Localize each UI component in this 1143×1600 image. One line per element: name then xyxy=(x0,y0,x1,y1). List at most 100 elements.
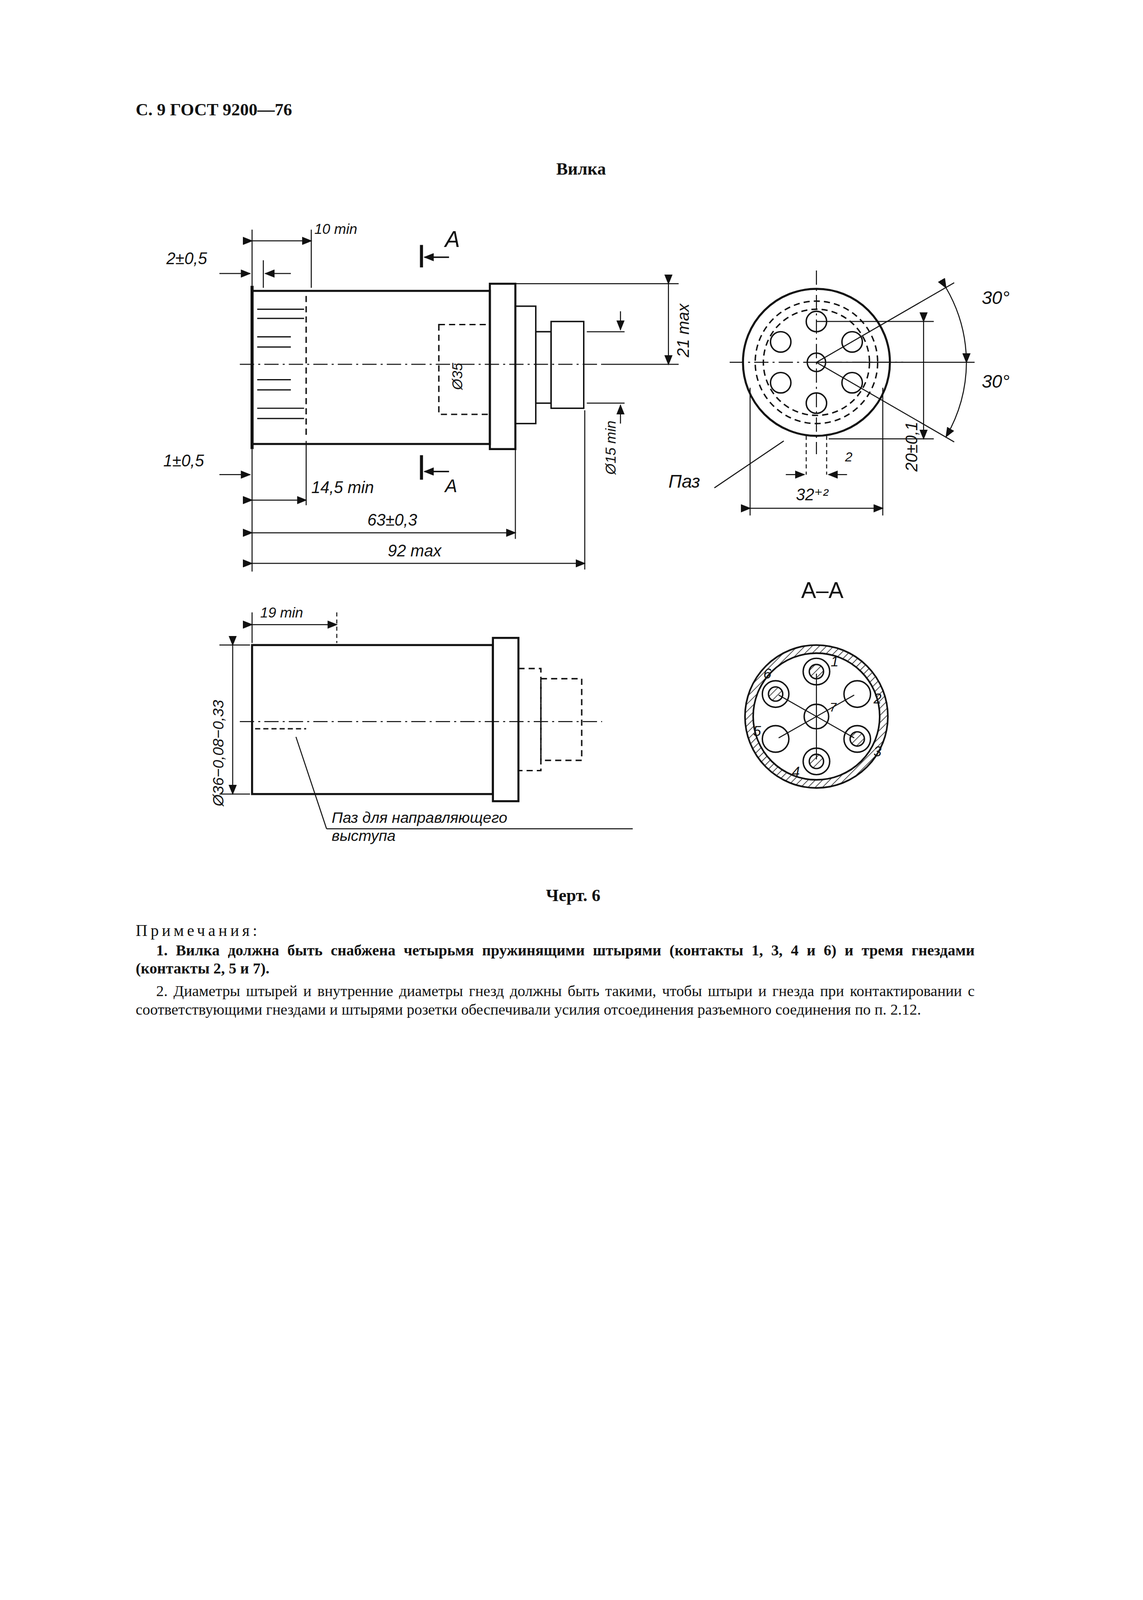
drawing-stroke xyxy=(770,331,791,352)
contact-number: 2 xyxy=(873,689,882,707)
angle-label: 30° xyxy=(981,287,1010,310)
drawing-stroke xyxy=(816,282,955,363)
section-mark: A xyxy=(445,475,458,498)
drawing-stroke xyxy=(514,449,516,540)
drawing-stroke xyxy=(424,256,450,258)
drawing-stroke xyxy=(816,361,975,363)
drawing-title: Вилка xyxy=(556,159,607,181)
drawing-stroke xyxy=(946,287,967,363)
drawing-stroke xyxy=(803,658,830,685)
notes-heading: Примечания: xyxy=(135,920,261,940)
dimension-label: 21 max xyxy=(673,303,693,357)
drawing-stroke xyxy=(251,562,585,564)
drawing-stroke xyxy=(849,731,865,747)
drawing-stroke xyxy=(749,507,883,509)
drawing-stroke xyxy=(762,725,789,753)
drawing-stroke xyxy=(419,245,423,268)
angle-label: 30° xyxy=(981,371,1010,394)
drawing-stroke xyxy=(250,285,254,450)
drawing-stroke xyxy=(232,645,233,794)
drawing-stroke xyxy=(923,321,925,439)
dimension-label: 63±0,3 xyxy=(367,510,418,530)
drawing-stroke xyxy=(540,678,582,761)
drawing-stroke xyxy=(305,441,307,506)
drawing-stroke xyxy=(602,363,679,365)
drawing-stroke xyxy=(946,362,967,437)
drawing-stroke xyxy=(251,645,493,794)
drawing-stroke xyxy=(257,389,291,391)
drawing-stroke xyxy=(257,317,305,320)
contact-number: 5 xyxy=(753,722,762,740)
drawing-stroke xyxy=(785,474,805,475)
page-header: С. 9 ГОСТ 9200—76 xyxy=(135,99,293,121)
dimension-label: 2 xyxy=(844,449,853,465)
drawing-stroke xyxy=(803,748,830,775)
drawing-stroke xyxy=(778,673,855,760)
drawing-stroke xyxy=(809,754,824,769)
drawing-stroke xyxy=(828,474,848,475)
drawing-stroke xyxy=(438,324,490,415)
dimension-label: 1±0,5 xyxy=(163,450,204,471)
drawing-stroke xyxy=(219,474,251,475)
drawing-stroke xyxy=(257,308,305,310)
section-title: A–A xyxy=(801,577,844,605)
drawing-stroke xyxy=(586,331,625,332)
dimension-label: Ø15 min xyxy=(602,420,620,475)
note-text: 1. Вилка должна быть снабжена четырьмя п… xyxy=(135,940,975,978)
drawing-stroke xyxy=(749,387,751,516)
drawing-stroke xyxy=(257,379,291,381)
drawing-stroke xyxy=(219,229,975,829)
drawing-stroke xyxy=(809,664,824,679)
dimension-label: 14,5 min xyxy=(311,477,374,498)
drawing-stroke xyxy=(255,727,307,730)
drawing-stroke xyxy=(816,362,955,442)
drawing-stroke xyxy=(257,417,305,420)
drawing-stroke xyxy=(515,283,679,285)
drawing-stroke xyxy=(815,673,817,717)
drawing-stroke xyxy=(251,290,490,444)
drawing-stroke xyxy=(770,372,791,394)
drawing-stroke xyxy=(251,229,253,286)
drawing-stroke xyxy=(805,435,807,475)
drawing-stroke xyxy=(844,725,871,753)
drawing-stroke xyxy=(251,449,253,572)
drawing-stroke xyxy=(419,455,423,480)
drawing-stroke xyxy=(825,435,827,475)
contact-number: 1 xyxy=(830,653,840,671)
drawing-stroke xyxy=(584,410,586,570)
drawing-stroke xyxy=(768,686,783,702)
drawing-stroke xyxy=(251,612,253,644)
drawing-stroke xyxy=(714,441,784,489)
dimension-label: 92 max xyxy=(387,540,442,561)
part-label: Паз для направляющего выступа xyxy=(331,808,567,845)
drawing-stroke xyxy=(219,644,251,646)
contact-number: 3 xyxy=(873,743,882,761)
drawing-stroke xyxy=(257,346,291,348)
drawing-stroke xyxy=(219,273,251,275)
drawing-stroke xyxy=(251,240,312,242)
drawing-stroke xyxy=(816,321,934,323)
drawing-stroke xyxy=(620,405,622,424)
drawing-stroke xyxy=(424,470,450,473)
drawing-stroke xyxy=(239,363,603,365)
drawing-stroke xyxy=(251,532,516,534)
contact-number: 7 xyxy=(829,700,837,715)
drawing-stroke xyxy=(239,720,603,722)
drawing-stroke xyxy=(493,637,519,802)
drawing-stroke xyxy=(310,229,312,289)
drawing-stroke xyxy=(535,331,552,404)
dimension-label: 19 min xyxy=(260,604,304,622)
dimension-label: 32⁺² xyxy=(796,484,829,505)
drawing-stroke xyxy=(257,336,291,338)
drawing-stroke xyxy=(844,680,871,708)
drawing-stroke xyxy=(489,283,516,450)
drawing-stroke xyxy=(815,716,817,760)
drawing-stroke xyxy=(262,260,264,288)
drawing-stroke xyxy=(620,311,622,330)
drawing-stroke xyxy=(518,668,541,771)
dimension-label: 10 min xyxy=(314,220,358,238)
drawing-stroke xyxy=(804,704,829,729)
drawing-stroke xyxy=(336,612,337,644)
